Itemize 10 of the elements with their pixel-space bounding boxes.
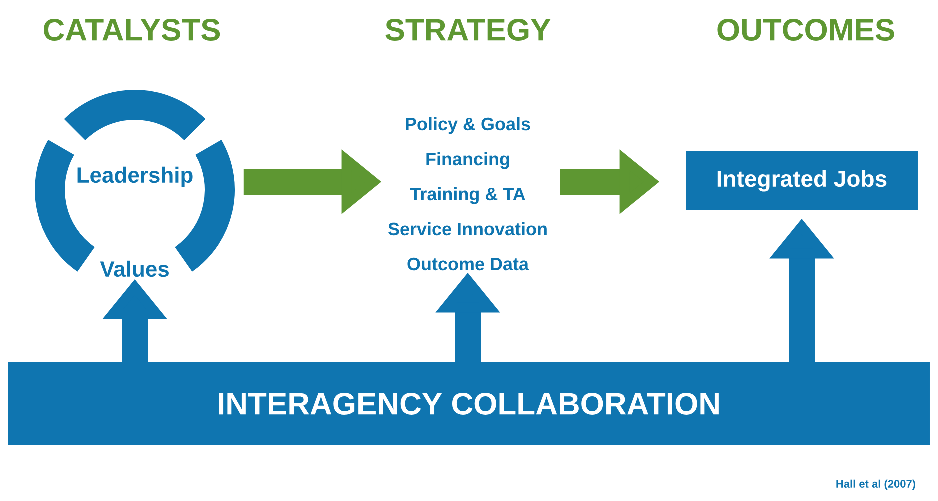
node-label: Values: [100, 260, 169, 278]
collaboration-band: INTERAGENCY COLLABORATION: [8, 362, 930, 446]
column-heading: CATALYSTS: [44, 19, 220, 41]
citation: Hall et al (2007): [836, 480, 916, 490]
strategy-list: Policy & Goals Financing Training & TA Service Innovation Outcome Data: [388, 117, 547, 271]
column-heading: STRATEGY: [386, 19, 551, 41]
node-label: Leadership: [78, 166, 193, 188]
column-heading: OUTCOMES: [718, 19, 894, 41]
outcome-box: Integrated Jobs: [686, 152, 918, 210]
catalyst-text: Leadership Values: [78, 166, 193, 278]
